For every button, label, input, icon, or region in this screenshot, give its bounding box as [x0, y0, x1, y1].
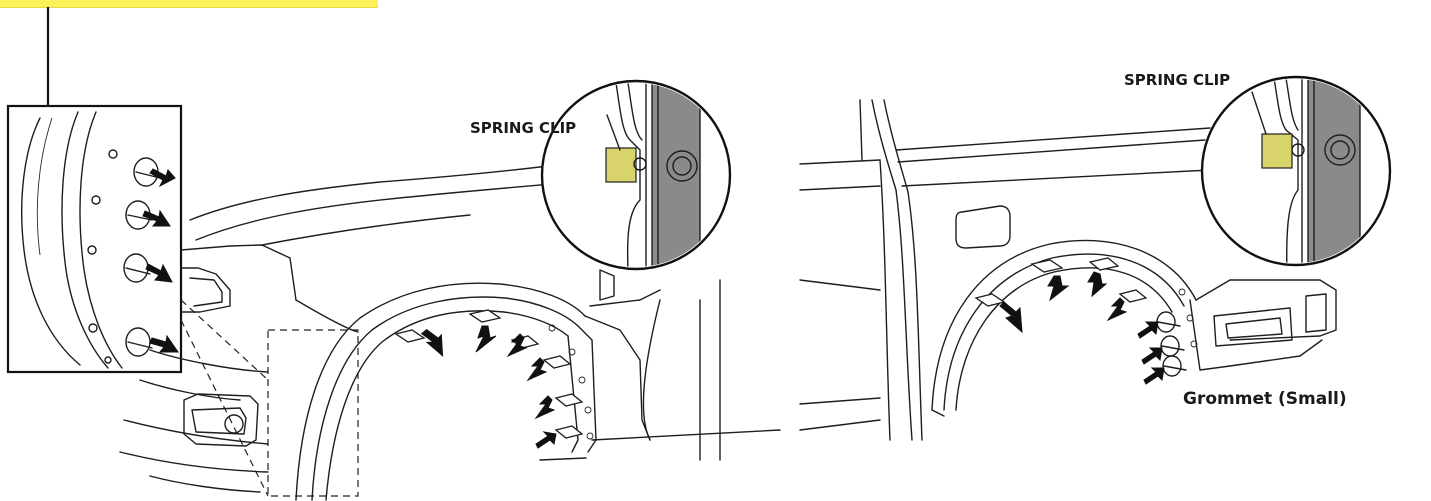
front-truck-body	[119, 161, 781, 501]
spring-clip-label-right: SPRING CLIP	[1124, 71, 1231, 89]
inset-grommet-4	[125, 327, 179, 357]
spring-clip-magnifier-left	[540, 79, 732, 271]
inset-grommet-1	[133, 157, 176, 188]
front-clip-5	[534, 393, 584, 420]
rear-clip-4	[1106, 289, 1148, 322]
rear-grommet-1	[1137, 311, 1181, 339]
front-clip-4	[526, 355, 572, 382]
front-clip-6	[535, 425, 584, 449]
front-clip-2	[468, 309, 502, 353]
top-highlight-bar	[0, 0, 378, 8]
rear-clip-1	[974, 293, 1023, 334]
grommet-small-label: Grommet (Small)	[1183, 389, 1347, 409]
rear-truck-body	[799, 99, 1337, 441]
inset-grommet-2	[125, 200, 171, 230]
spring-clip-magnifier-right	[1200, 75, 1392, 267]
rear-clip-3	[1087, 257, 1120, 298]
inset-detail-box	[6, 104, 183, 374]
detail-region-dashed	[180, 299, 359, 497]
spring-clip-label-left: SPRING CLIP	[470, 119, 577, 137]
rear-clip-2	[1030, 259, 1070, 302]
rear-grommet-2	[1141, 335, 1185, 365]
rear-grommet-3	[1143, 355, 1187, 385]
front-clip-3	[506, 333, 540, 358]
inset-grommet-3	[123, 253, 173, 283]
front-clip-1	[394, 329, 444, 357]
